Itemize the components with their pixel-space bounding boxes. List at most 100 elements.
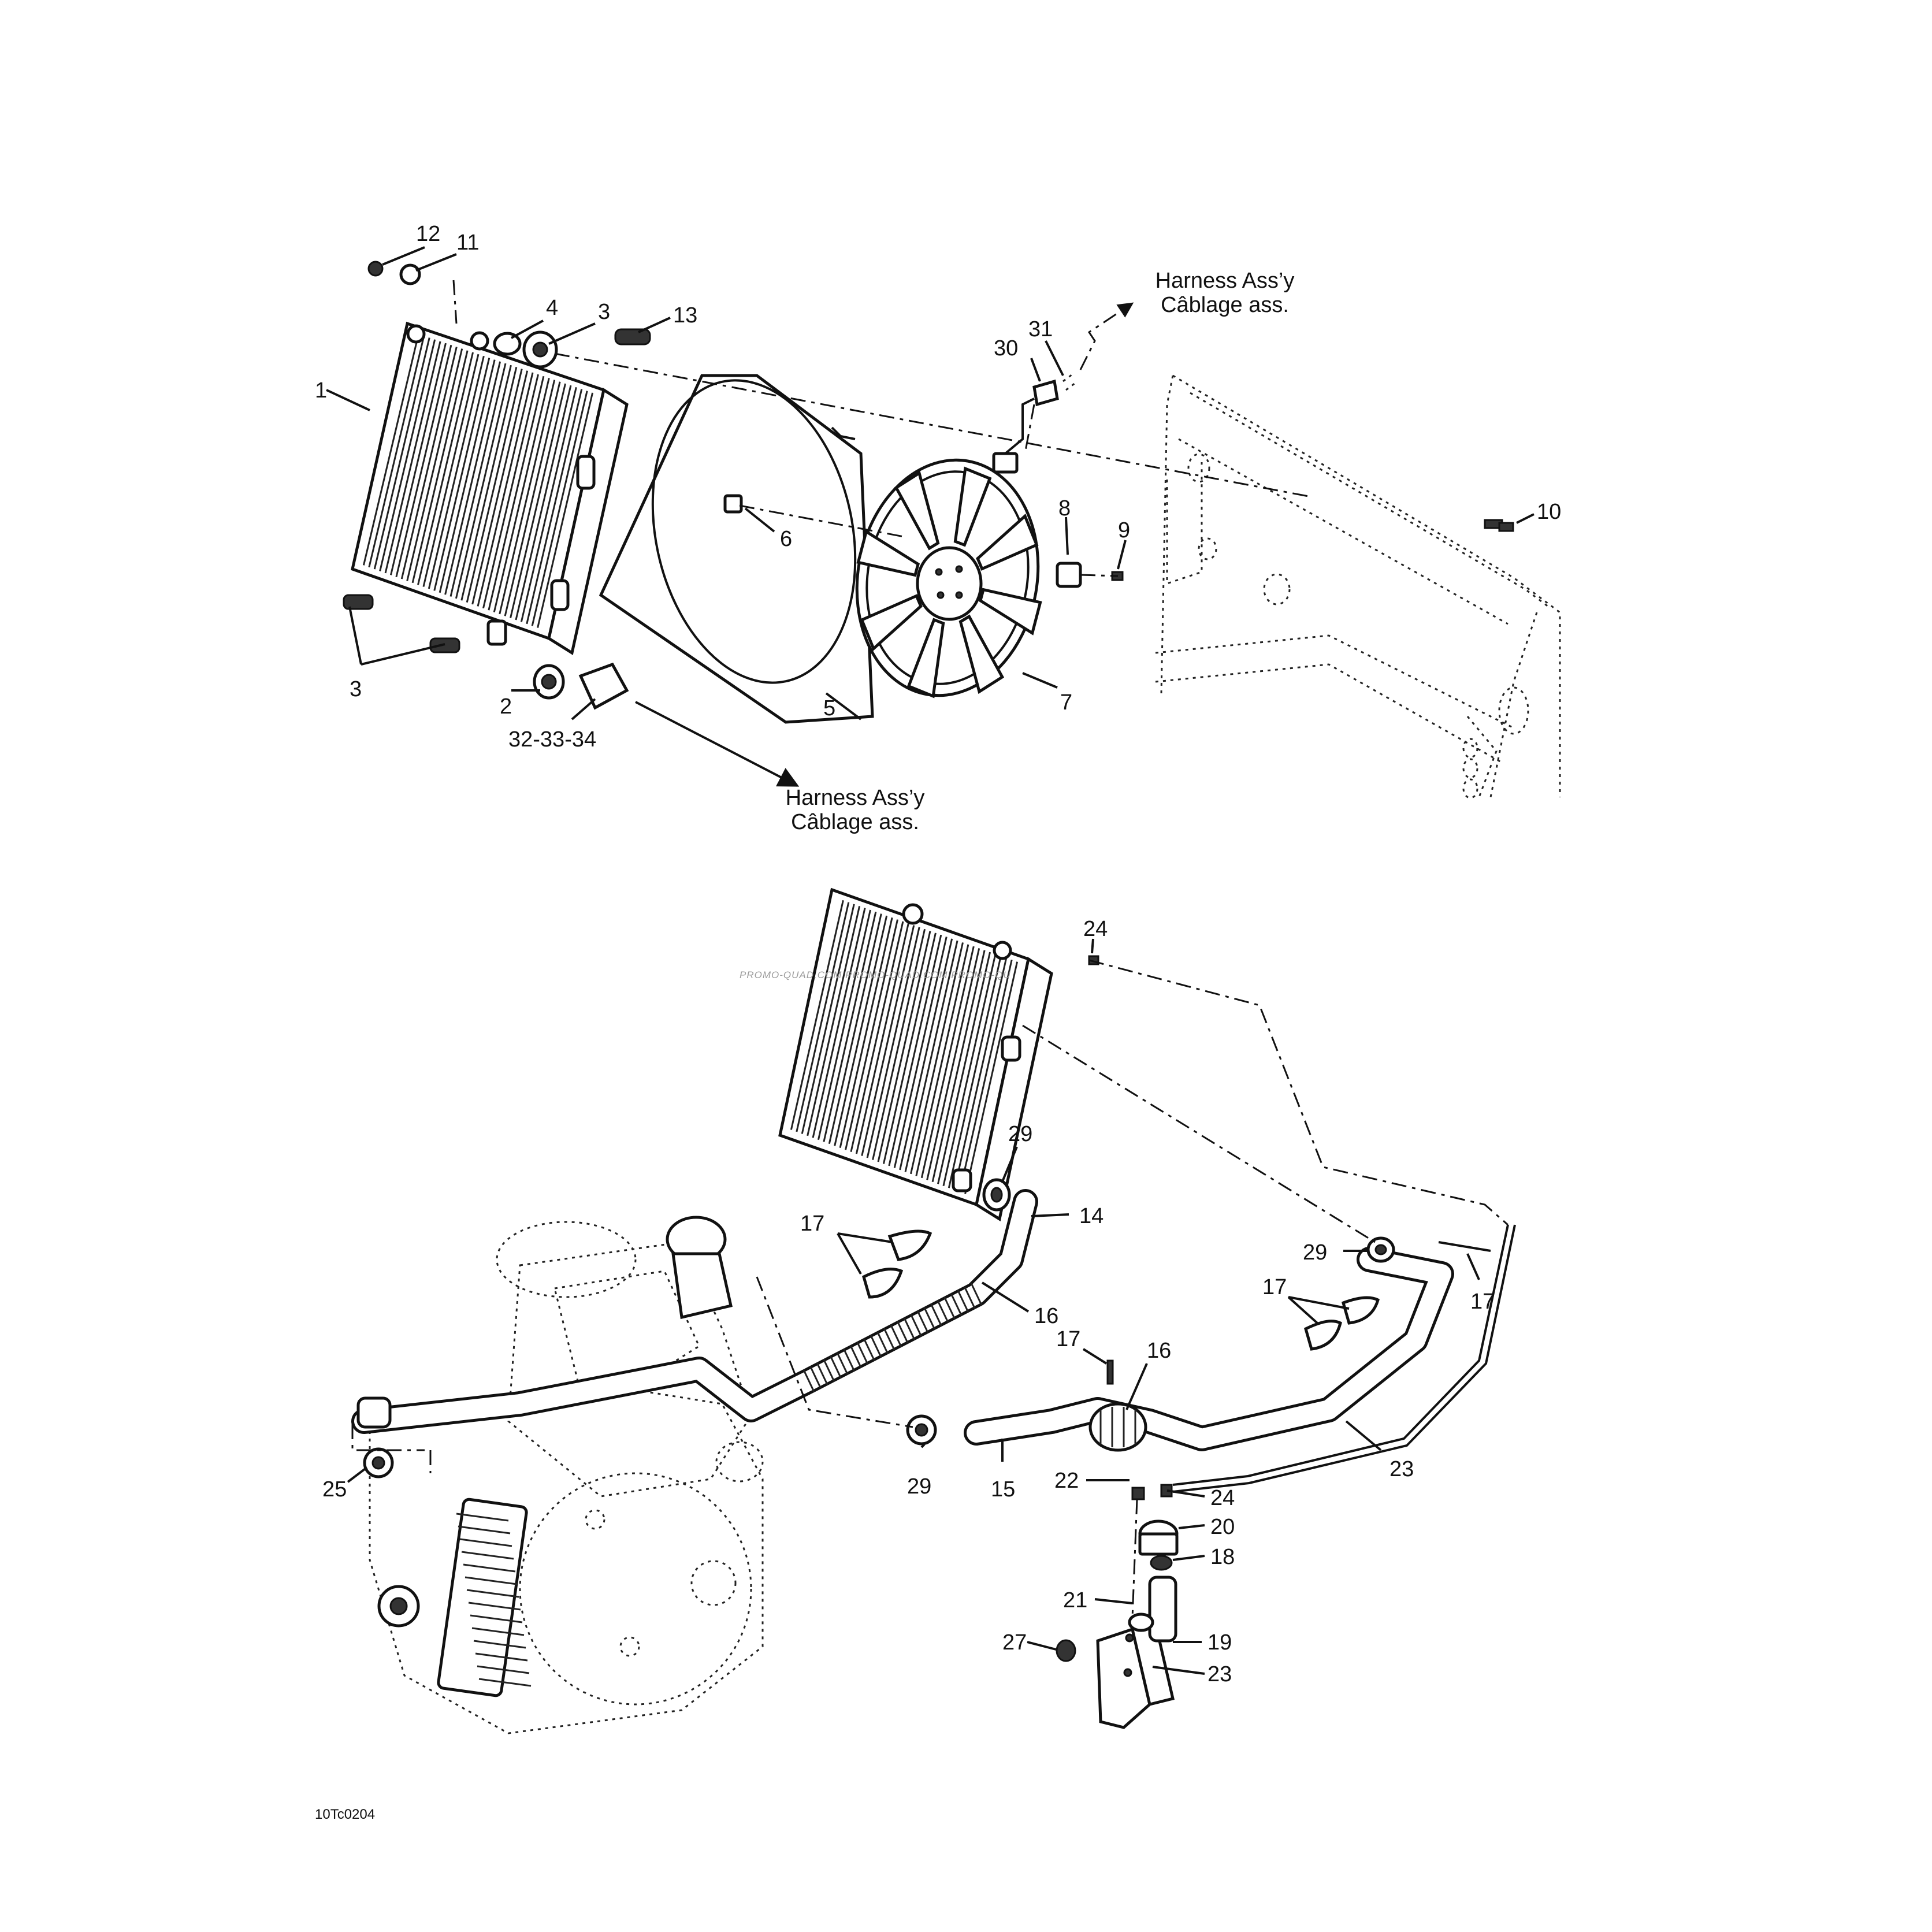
decorative-stroke bbox=[471, 1627, 525, 1636]
callout-5: 5 bbox=[823, 696, 835, 720]
callout-20: 20 bbox=[1210, 1515, 1235, 1539]
decorative-stroke bbox=[473, 1640, 526, 1649]
decorative-stroke bbox=[823, 1359, 835, 1382]
fan-blade bbox=[958, 614, 1005, 694]
decorative-stroke bbox=[923, 1307, 936, 1330]
callout-32-33-34: 32-33-34 bbox=[508, 727, 596, 752]
decorative-stroke bbox=[796, 902, 850, 1132]
callout-8: 8 bbox=[1058, 496, 1071, 521]
callout-16-left: 16 bbox=[1034, 1304, 1058, 1328]
decorative-stroke bbox=[816, 1362, 828, 1385]
callout-1: 1 bbox=[315, 378, 327, 403]
figure-code: 10Tc0204 bbox=[315, 1807, 375, 1822]
decorative-stroke bbox=[849, 1345, 862, 1368]
decorative-stroke bbox=[460, 367, 518, 601]
decorative-stroke bbox=[845, 919, 898, 1150]
decorative-stroke bbox=[488, 376, 545, 611]
decorative-stroke bbox=[823, 911, 877, 1142]
decorative-stroke bbox=[856, 1342, 869, 1365]
decorative-stroke bbox=[877, 931, 931, 1162]
decorative-stroke bbox=[455, 365, 512, 599]
callout-29-radiator: 29 bbox=[1008, 1122, 1032, 1146]
callout-17-right: 17 bbox=[1262, 1275, 1287, 1299]
decorative-stroke bbox=[390, 343, 447, 575]
decorative-stroke bbox=[362, 333, 419, 566]
decorative-stroke bbox=[861, 925, 915, 1156]
decorative-stroke bbox=[458, 1525, 511, 1535]
decorative-stroke bbox=[893, 937, 948, 1168]
decorative-stroke bbox=[463, 1563, 516, 1573]
callout-22: 22 bbox=[1054, 1469, 1079, 1493]
decorative-stroke bbox=[899, 938, 953, 1171]
overflow-tube bbox=[1172, 1224, 1516, 1493]
decorative-stroke bbox=[818, 909, 871, 1140]
callout-23-tube: 23 bbox=[1389, 1457, 1414, 1481]
decorative-stroke bbox=[937, 1300, 949, 1323]
decorative-stroke bbox=[953, 957, 1008, 1190]
decorative-stroke bbox=[836, 1352, 849, 1375]
hose-clamps bbox=[363, 955, 1395, 1478]
foam-pads bbox=[862, 1229, 1491, 1385]
decorative-stroke bbox=[470, 1614, 523, 1623]
decorative-stroke bbox=[855, 923, 909, 1154]
fan-blade bbox=[906, 618, 945, 699]
decorative-stroke bbox=[468, 1602, 521, 1611]
decorative-stroke bbox=[428, 355, 485, 589]
decorative-stroke bbox=[915, 944, 969, 1176]
fan-blade bbox=[856, 529, 920, 577]
decorative-stroke bbox=[471, 370, 529, 605]
decorative-stroke bbox=[942, 954, 997, 1186]
decorative-stroke bbox=[943, 1296, 956, 1320]
decorative-stroke bbox=[802, 1369, 815, 1392]
decorative-stroke bbox=[937, 952, 991, 1184]
decorative-stroke bbox=[466, 369, 523, 603]
decorative-stroke bbox=[930, 1303, 942, 1327]
callout-10: 10 bbox=[1537, 500, 1561, 524]
decorative-stroke bbox=[439, 359, 496, 593]
decorative-stroke bbox=[828, 913, 882, 1145]
decorative-stroke bbox=[964, 961, 1019, 1194]
callout-9: 9 bbox=[1118, 518, 1130, 543]
decorative-stroke bbox=[863, 1338, 875, 1361]
fan-blade bbox=[979, 588, 1042, 636]
decorative-stroke bbox=[839, 917, 893, 1149]
decorative-stroke bbox=[888, 934, 942, 1166]
decorative-stroke bbox=[916, 1310, 929, 1333]
decorative-stroke bbox=[411, 350, 469, 584]
decorative-stroke bbox=[964, 1286, 976, 1309]
callout-31: 31 bbox=[1028, 317, 1053, 341]
decorative-stroke bbox=[957, 1290, 969, 1313]
callout-17-tube: 17 bbox=[1470, 1290, 1495, 1314]
decorative-stroke bbox=[910, 1314, 922, 1337]
fan-blade bbox=[953, 466, 992, 547]
callout-2: 2 bbox=[500, 694, 512, 719]
decorative-stroke bbox=[830, 1355, 842, 1379]
callout-17-middle: 17 bbox=[1056, 1327, 1080, 1351]
decorative-stroke bbox=[950, 1293, 963, 1316]
fan-connector bbox=[1032, 371, 1078, 407]
callout-11: 11 bbox=[456, 231, 479, 255]
decorative-stroke bbox=[400, 347, 458, 579]
decorative-stroke bbox=[466, 1589, 519, 1598]
decorative-stroke bbox=[809, 1366, 822, 1389]
decorative-stroke bbox=[807, 905, 861, 1136]
decorative-stroke bbox=[465, 1576, 518, 1585]
decorative-stroke bbox=[897, 1321, 909, 1344]
decorative-stroke bbox=[395, 344, 452, 578]
lower-callout-leaders bbox=[347, 938, 1480, 1675]
callout-12: 12 bbox=[416, 222, 440, 246]
decorative-stroke bbox=[904, 940, 958, 1172]
decorative-stroke bbox=[499, 380, 556, 615]
lower-assembly-lines bbox=[351, 959, 1509, 1473]
decorative-stroke bbox=[883, 1328, 896, 1351]
callout-27: 27 bbox=[1002, 1630, 1027, 1655]
harness-label-mid-en: Harness Ass’y bbox=[786, 786, 925, 810]
decorative-stroke bbox=[422, 354, 480, 587]
harness-label-mid-fr: Câblage ass. bbox=[791, 810, 919, 834]
decorative-stroke bbox=[417, 352, 474, 585]
callout-19: 19 bbox=[1208, 1630, 1232, 1655]
decorative-stroke bbox=[531, 391, 588, 626]
decorative-stroke bbox=[843, 1348, 855, 1372]
decorative-stroke bbox=[801, 904, 855, 1134]
